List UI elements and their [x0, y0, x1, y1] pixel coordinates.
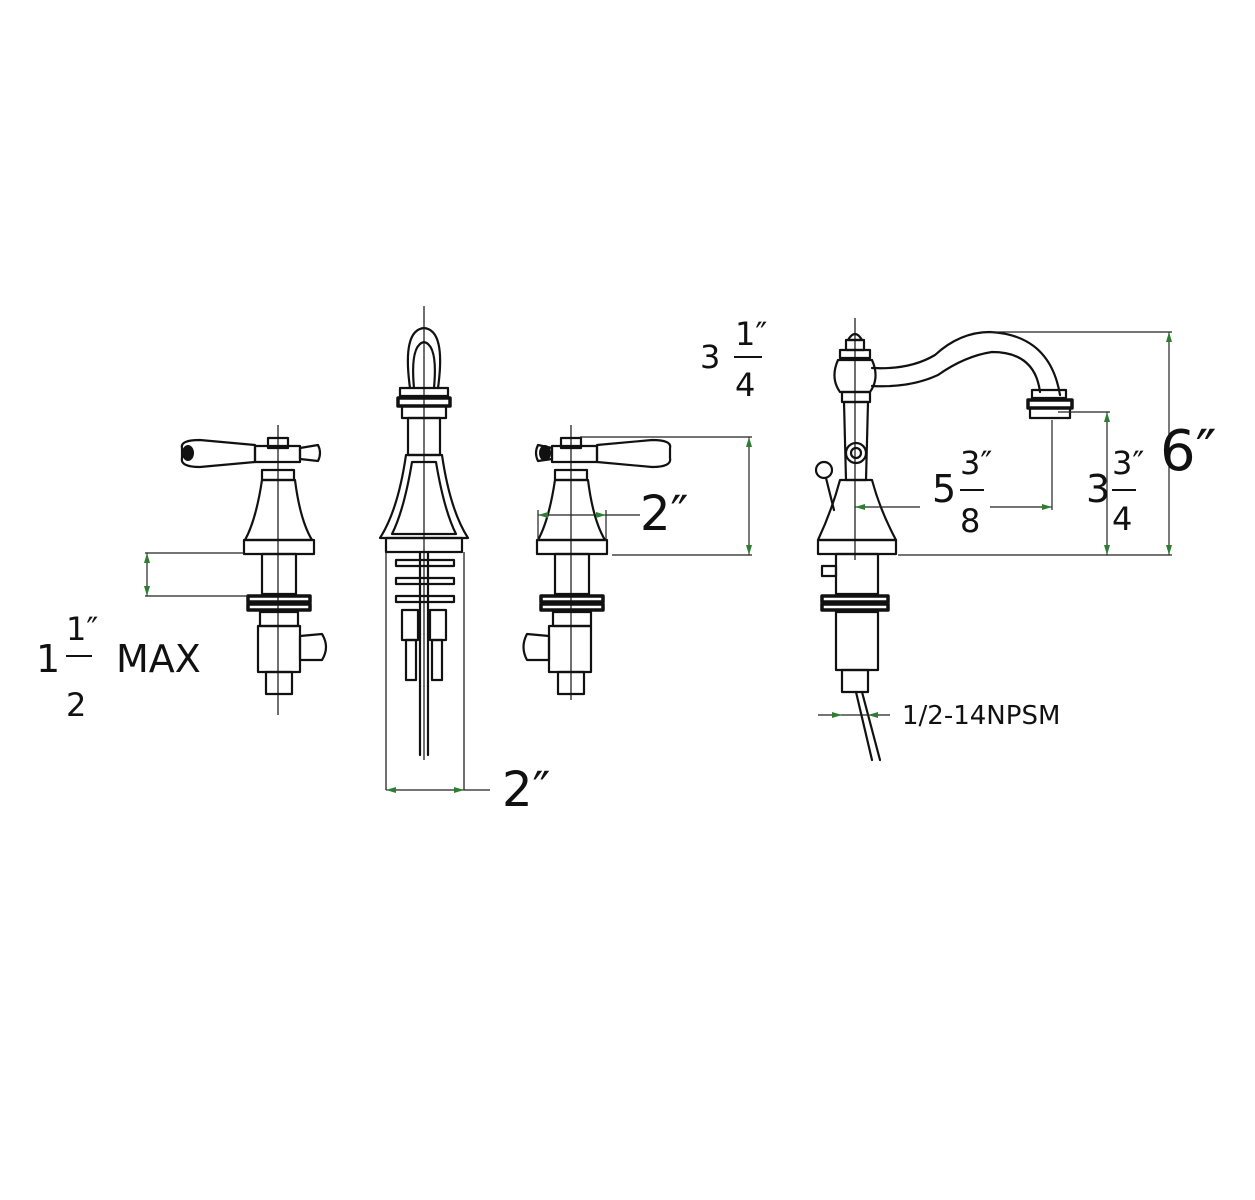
max-depth-whole: 1 [36, 637, 60, 681]
left-handle-valve [144, 425, 328, 715]
max-depth-dimension: 1 1″ 2 MAX [36, 610, 201, 724]
handle-height-dimension: 3 1″ 4 [700, 315, 767, 404]
max-depth-numerator: 1″ [66, 610, 98, 648]
right-handle-valve [522, 425, 752, 700]
reach-whole: 5 [932, 467, 956, 511]
handle-height-denominator: 4 [735, 366, 755, 404]
clearance-whole: 3 [1086, 467, 1110, 511]
spout-side-view [814, 318, 1172, 762]
reach-denominator: 8 [960, 502, 980, 540]
handle-width-label: 2″ [640, 486, 688, 542]
max-depth-suffix: MAX [116, 637, 201, 681]
thread-spec-label: 1/2-14NPSM [902, 701, 1060, 731]
total-height-label: 6″ [1160, 419, 1217, 484]
clearance-denominator: 4 [1112, 500, 1132, 538]
clearance-dimension: 3 3″ 4 [1086, 444, 1144, 538]
reach-dimension: 5 3″ 8 [932, 444, 992, 540]
clearance-numerator: 3″ [1112, 444, 1144, 482]
spout-front-view [378, 306, 490, 793]
reach-numerator: 3″ [960, 444, 992, 482]
spout-base-width-label: 2″ [502, 762, 550, 818]
handle-height-whole: 3 [700, 338, 720, 376]
max-depth-denominator: 2 [66, 686, 86, 724]
handle-height-numerator: 1″ [735, 315, 767, 353]
